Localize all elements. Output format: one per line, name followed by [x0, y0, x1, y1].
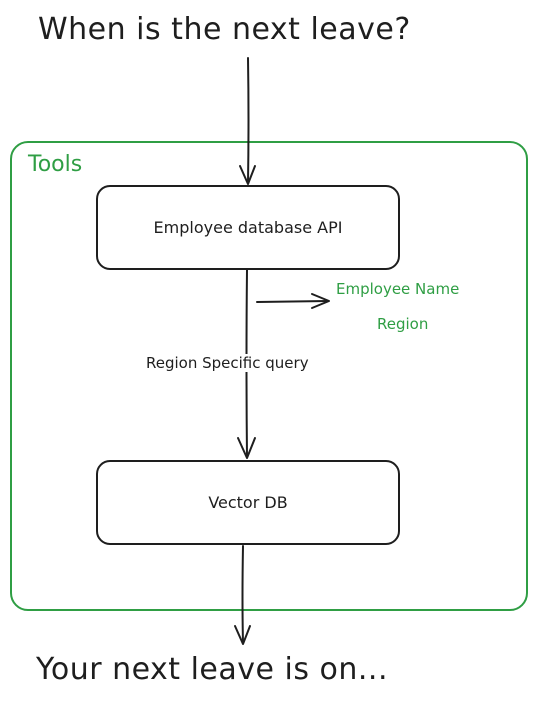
- employee-database-api-node: Employee database API: [96, 185, 400, 270]
- output-region: Region: [377, 315, 429, 333]
- region-specific-query-label: Region Specific query: [144, 354, 311, 372]
- arrowhead-api-to-vectordb: [237, 437, 256, 459]
- arrowhead-api-to-outputs: [311, 293, 330, 309]
- tools-label: Tools: [28, 152, 83, 177]
- question-text: When is the next leave?: [38, 12, 411, 47]
- vector-db-node: Vector DB: [96, 460, 400, 545]
- output-employee-name: Employee Name: [336, 280, 460, 298]
- arrow-api-to-outputs: [256, 300, 329, 303]
- arrow-vectordb-to-answer: [241, 545, 244, 644]
- employee-database-api-label: Employee database API: [153, 218, 343, 237]
- vector-db-label: Vector DB: [208, 493, 288, 512]
- arrowhead-vectordb-to-answer: [234, 625, 251, 645]
- arrowhead-question-to-api: [239, 165, 256, 185]
- tools-container: [10, 141, 528, 611]
- arrow-question-to-api: [247, 57, 250, 184]
- answer-text: Your next leave is on...: [36, 652, 388, 687]
